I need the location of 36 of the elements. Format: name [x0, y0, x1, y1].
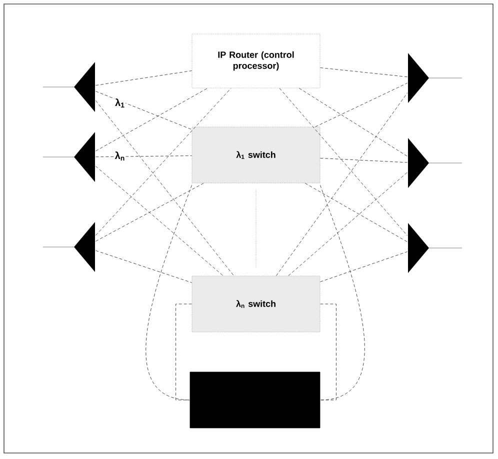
connector-line: [320, 251, 408, 282]
multiplexer-triangle: [408, 223, 429, 273]
multiplexer-triangle: [408, 138, 429, 188]
connector-line: [95, 88, 208, 152]
connector-line: [320, 158, 408, 163]
connector-line: [304, 182, 408, 242]
wavelength-label: λ$_{n}$: [114, 152, 124, 160]
connector-line: [42, 86, 75, 88]
connector-line: [95, 250, 192, 283]
connector-line: [315, 82, 408, 128]
multiplexer-triangle: [408, 53, 429, 103]
router-box: IP Router (control processor): [192, 34, 320, 88]
connector-line: [95, 182, 204, 242]
demultiplexer-triangle: [74, 62, 95, 112]
block: [190, 372, 320, 428]
demultiplexer-triangle: [74, 222, 95, 272]
connector-line: [288, 172, 408, 276]
connector-line: [428, 162, 462, 164]
switch-box: λ$_{1}$ switch: [192, 126, 320, 184]
connector-line: [298, 88, 408, 156]
demultiplexer-triangle: [74, 132, 95, 182]
connector-line: [320, 304, 336, 400]
connector-line: [176, 304, 192, 400]
connector-line: [95, 100, 234, 276]
connector-line: [95, 91, 192, 130]
wavelength-label: λ$_{1}$: [115, 98, 124, 108]
switch-box: λ$_{n}$ switch: [192, 276, 320, 332]
connector-line: [320, 67, 408, 78]
connector-line: [95, 166, 224, 276]
connector-line: [276, 92, 408, 276]
connector-line: [279, 88, 408, 236]
connector-line: [42, 156, 75, 158]
connector-line: [95, 88, 232, 236]
connector-line: [95, 156, 192, 158]
connector-line: [42, 246, 75, 248]
connector-line: [95, 70, 192, 86]
